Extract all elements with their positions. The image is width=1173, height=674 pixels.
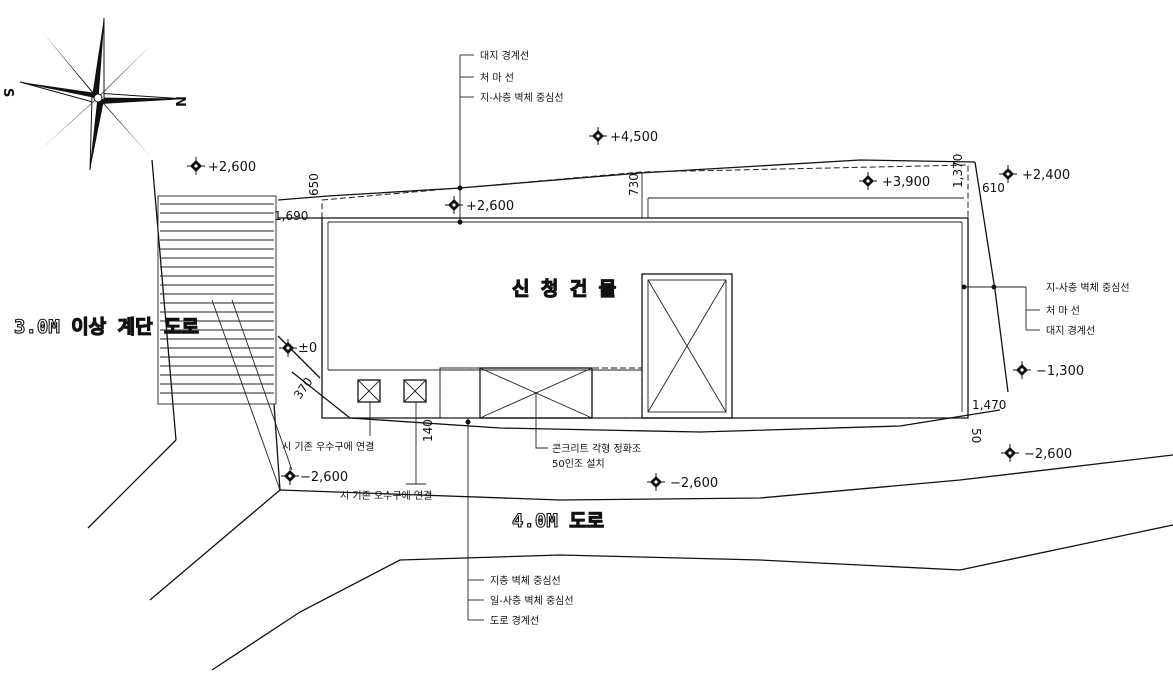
- callout-right-item: 지-사층 벽체 중심선: [1046, 282, 1130, 294]
- elevation-marker-icon: [589, 127, 607, 145]
- elevation-label: +2,600: [466, 199, 514, 214]
- compass-north-label: N: [172, 96, 187, 107]
- compass-south-label: S: [0, 88, 15, 97]
- callout-bottom-item: 지층 벽체 중심선: [490, 575, 561, 587]
- elevation-label: −2,600: [670, 476, 718, 491]
- stair-core: [641, 273, 733, 419]
- dimension-label: 50: [969, 428, 983, 443]
- building-label: 신 청 건 물: [512, 278, 616, 300]
- dimension-label: 650: [307, 173, 321, 196]
- callout-bottom-item: 도로 경계선: [490, 614, 539, 627]
- stair-road-label: 3.0M 이상 계단 도로: [14, 316, 199, 338]
- elevation-marker-icon: [279, 339, 297, 357]
- elevation-label: ±0: [298, 341, 317, 356]
- sewer-manhole-icon: [403, 379, 427, 403]
- callout-bottom: 지층 벽체 중심선 일-사층 벽체 중심선 도로 경계선: [465, 418, 574, 627]
- stair-treads: [160, 203, 274, 394]
- callout-right-item: 처 마 선: [1046, 305, 1080, 317]
- road-label: 4.0M 도로: [512, 510, 604, 532]
- sewer-drain-label: 시 기존 오수구에 연결: [340, 490, 432, 502]
- septic-label: 콘크리트 각형 정화조: [552, 443, 641, 455]
- stair-road: [87, 159, 293, 601]
- elevation-label: +4,500: [610, 130, 658, 145]
- elevation-marker-icon: [1013, 361, 1031, 379]
- elevation-marker-icon: [1001, 444, 1019, 462]
- elevation-marker-icon: [999, 165, 1017, 183]
- callout-right-item: 대지 경계선: [1046, 324, 1095, 337]
- elevation-marker-icon: [281, 467, 299, 485]
- elevation-marker-icon: [859, 172, 877, 190]
- septic-label: 50인조 설치: [552, 458, 605, 470]
- dimension-label: 1,690: [274, 209, 308, 223]
- septic-tank: [439, 367, 643, 419]
- elevation-marker-icon: [647, 473, 665, 491]
- elevation-label: +2,400: [1022, 168, 1070, 183]
- dimension-label: 730: [627, 173, 641, 196]
- elevation-label: −1,300: [1036, 364, 1084, 379]
- rain-manhole-icon: [357, 379, 381, 403]
- elevation-marker-icon: [187, 157, 205, 175]
- compass-rose-icon: [19, 17, 187, 171]
- callout-right: 지-사층 벽체 중심선 처 마 선 대지 경계선: [961, 282, 1130, 337]
- elevation-label: +2,600: [208, 160, 256, 175]
- dimension-label: 1,370: [951, 154, 965, 188]
- elevation-markers: [187, 127, 1031, 491]
- elevation-label: −2,600: [300, 470, 348, 485]
- dimension-label: 610: [982, 181, 1005, 195]
- rain-drain-label: 시 기존 우수구에 연결: [282, 441, 374, 453]
- dimension-label: 1,470: [972, 398, 1006, 412]
- callout-top-item: 처 마 선: [480, 72, 514, 84]
- dimension-label: 140: [421, 419, 435, 442]
- elevation-label: +3,900: [882, 175, 930, 190]
- elevation-marker-icon: [445, 196, 463, 214]
- road-lines: [211, 371, 1173, 671]
- site-boundary: [277, 159, 1009, 393]
- callout-bottom-item: 일-사층 벽체 중심선: [490, 595, 574, 607]
- callout-top-item: 지-사층 벽체 중심선: [480, 92, 564, 104]
- callout-top: 대지 경계선 처 마 선 지-사층 벽체 중심선: [457, 49, 564, 225]
- callout-top-item: 대지 경계선: [480, 49, 529, 62]
- elevation-label: −2,600: [1024, 447, 1072, 462]
